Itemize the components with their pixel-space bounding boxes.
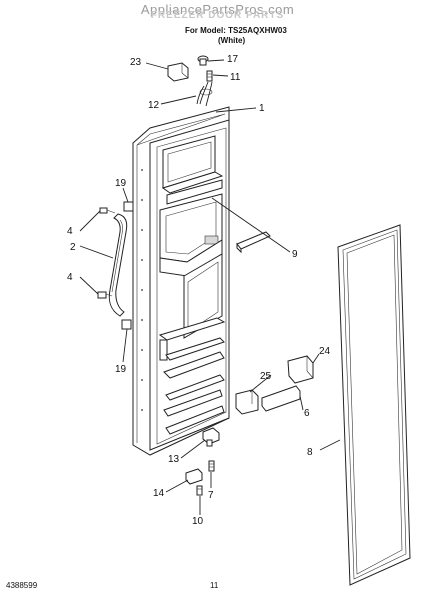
callout-10: 11 — [230, 72, 241, 83]
callout-19-lower: 19 — [115, 364, 127, 375]
model-line: For Model: TS25AQXHW03 — [185, 26, 287, 35]
callout-17: 17 — [227, 54, 239, 65]
callout-7: 7 — [208, 490, 214, 501]
door-gasket — [337, 224, 411, 586]
lower-hinge-cam — [202, 427, 220, 447]
callout-9: 9 — [292, 249, 298, 260]
handle-end-cap-lower — [121, 319, 132, 330]
callout-11: 12 — [148, 100, 160, 111]
page-number: 11 — [210, 581, 219, 590]
hinge-bottom-screw — [196, 485, 203, 496]
callout-6: 6 — [304, 408, 310, 419]
callout-1: 1 — [259, 103, 265, 114]
callout-23: 23 — [130, 57, 142, 68]
callout-25: 25 — [260, 371, 272, 382]
wire-harness-plug — [167, 62, 189, 82]
callout-8: 8 — [307, 447, 313, 458]
callout-4-upper: 4 — [67, 226, 73, 237]
handle-screw-upper — [99, 207, 116, 214]
callout-24: 24 — [319, 346, 331, 357]
handle-end-cap-upper — [123, 201, 134, 212]
shelf-front-bar — [261, 385, 301, 412]
callout-12: 13 — [168, 454, 180, 465]
hinge-bushing — [197, 55, 209, 66]
wire-harness — [196, 81, 213, 107]
leader-lines — [79, 59, 341, 515]
hinge-pin-screw — [206, 70, 213, 82]
diagram-title: FREEZER DOOR PARTS — [150, 10, 285, 21]
dispenser-trim-strip — [236, 231, 271, 254]
watermark: AppliancePartsPros.com — [140, 2, 295, 17]
freezer-door-assembly — [132, 106, 230, 456]
document-number: 4388599 — [6, 581, 38, 590]
callout-19-upper: 19 — [115, 178, 127, 189]
door-stop — [185, 468, 203, 485]
callout-13: 10 — [192, 516, 204, 527]
door-handle — [108, 213, 128, 317]
shelf-end-cap-right — [287, 355, 314, 384]
callout-14: 14 — [153, 488, 165, 499]
callout-2: 2 — [70, 242, 76, 253]
handle-screw-lower — [97, 291, 113, 299]
color-line: (White) — [218, 36, 246, 45]
shelf-end-cap-left — [235, 389, 259, 415]
door-stop-screw — [208, 460, 215, 472]
callout-4-lower: 4 — [67, 272, 73, 283]
